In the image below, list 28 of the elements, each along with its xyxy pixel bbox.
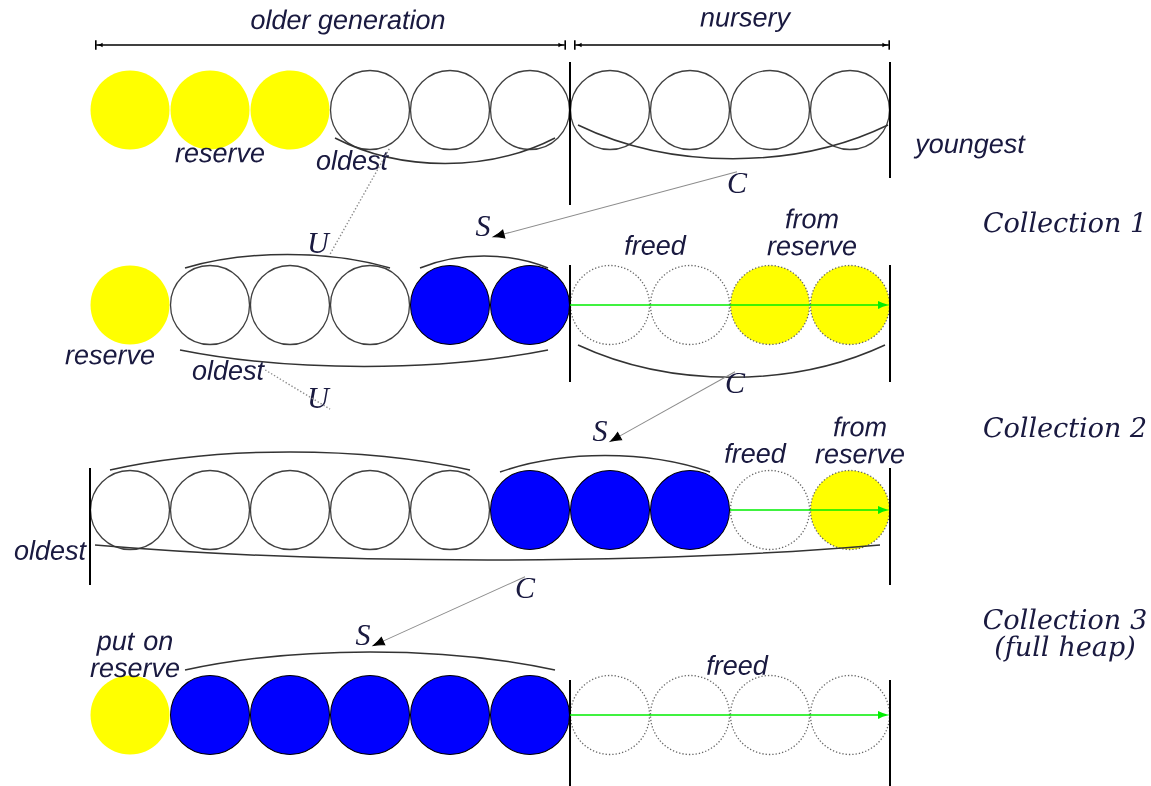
- text-label: from reserve: [767, 208, 856, 256]
- text-label: reserve: [175, 147, 264, 163]
- curve-label: C: [516, 577, 536, 599]
- curve-label: S: [355, 624, 371, 646]
- curve-label: S: [592, 420, 608, 442]
- row-caption: Collection 2: [984, 416, 1146, 438]
- curve-label: oldest: [316, 150, 389, 170]
- text-label: oldest: [14, 540, 87, 560]
- text-label: freed: [725, 443, 787, 463]
- text-label: youngest: [913, 135, 1026, 159]
- curve-label: C: [728, 172, 748, 194]
- row-caption: Collection 3 (full heap): [983, 608, 1146, 662]
- text-label: put on reserve: [90, 632, 179, 678]
- curve-label: oldest: [192, 360, 265, 380]
- text-label: older generation: [251, 9, 445, 35]
- connector-arrow: [373, 576, 526, 646]
- text-label: from reserve: [815, 416, 904, 464]
- text-label: nursery: [700, 11, 792, 33]
- connector-arrow: [493, 171, 738, 239]
- text-label: reserve: [65, 349, 154, 365]
- text-label: freed: [625, 235, 687, 255]
- curve-label: U: [309, 388, 331, 408]
- connector-arrow: [609, 371, 736, 442]
- text-label: freed: [707, 655, 769, 675]
- curve-label: U: [309, 233, 331, 253]
- curve-label: C: [726, 372, 746, 394]
- curve-label: S: [475, 215, 491, 237]
- row-caption: Collection 1: [984, 211, 1142, 233]
